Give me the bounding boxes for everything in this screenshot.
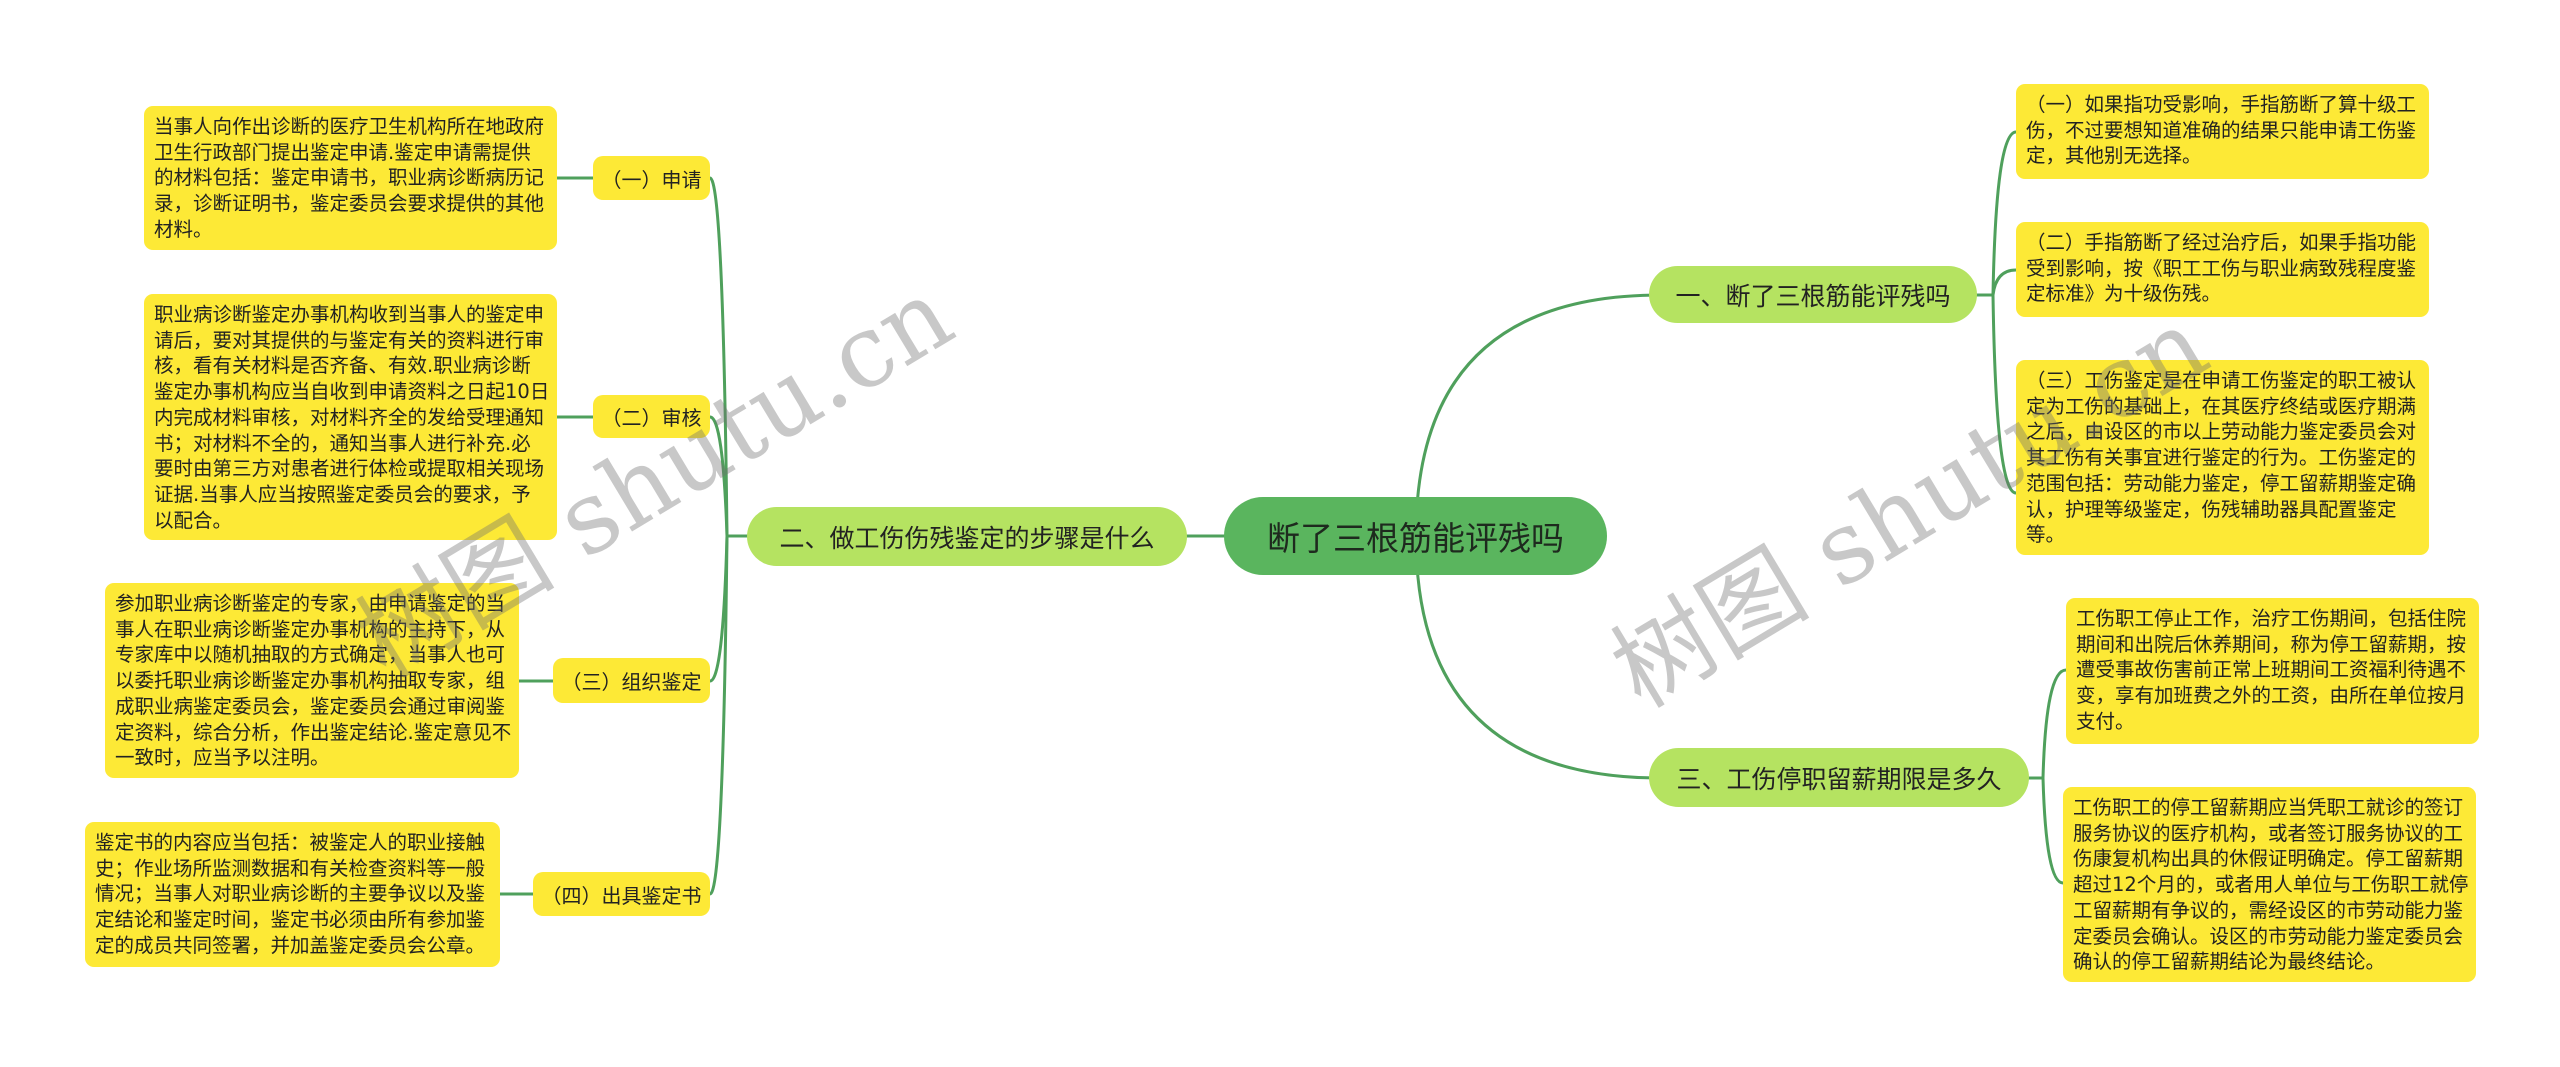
detail-apply: 当事人向作出诊断的医疗卫生机构所在地政府卫生行政部门提出鉴定申请.鉴定申请需提供… <box>144 106 557 250</box>
branch-1-leaf-1: （一）如果指功受影响，手指筋断了算十级工伤，不过要想知道准确的结果只能申请工伤鉴… <box>2016 84 2429 179</box>
root-topic: 断了三根筋能评残吗 <box>1224 497 1607 575</box>
connector-branch-2-to-sub-4 <box>708 534 729 896</box>
subtopic-organize: （三）组织鉴定 <box>553 658 710 703</box>
branch-topic-3-label: 三、工伤停职留薪期限是多久 <box>1676 764 2002 794</box>
subtopic-review: （二）审核 <box>593 395 710 438</box>
branch-topic-3: 三、工伤停职留薪期限是多久 <box>1649 748 2029 807</box>
branch-topic-2-label: 二、做工伤伤残鉴定的步骤是什么 <box>779 523 1155 553</box>
branch-topic-1: 一、断了三根筋能评残吗 <box>1649 266 1977 323</box>
connector-branch-3-to-leaf-1 <box>2041 668 2068 780</box>
branch-3-leaf-2: 工伤职工的停工留薪期应当凭职工就诊的签订服务协议的医疗机构，或者签订服务协议的工… <box>2063 787 2476 982</box>
connector-root-to-branch-1 <box>1414 293 1662 538</box>
subtopic-apply-label: （一）申请 <box>601 167 702 192</box>
branch-1-leaf-2: （二）手指筋断了经过治疗后，如果手指功能受到影响，按《职工工伤与职业病致残程度鉴… <box>2016 222 2429 317</box>
branch-topic-2: 二、做工伤伤残鉴定的步骤是什么 <box>747 507 1187 566</box>
subtopic-issue-report-label: （四）出具鉴定书 <box>541 883 702 908</box>
subtopic-organize-label: （三）组织鉴定 <box>561 670 702 694</box>
detail-review: 职业病诊断鉴定办事机构收到当事人的鉴定申请后，要对其提供的与鉴定有关的资料进行审… <box>144 294 557 540</box>
connector-branch-1-to-leaf-2 <box>1991 268 2018 297</box>
root-topic-label: 断了三根筋能评残吗 <box>1267 519 1564 558</box>
branch-3-leaf-1: 工伤职工停止工作，治疗工伤期间，包括住院期间和出院后休养期间，称为停工留薪期，按… <box>2066 598 2479 744</box>
branch-topic-1-label: 一、断了三根筋能评残吗 <box>1675 281 1951 311</box>
subtopic-issue-report: （四）出具鉴定书 <box>533 872 710 916</box>
connector-branch-3-to-leaf-2 <box>2041 776 2065 885</box>
subtopic-review-label: （二）审核 <box>601 406 702 430</box>
connector-root-to-branch-3 <box>1414 534 1662 780</box>
branch-1-leaf-3: （三）工伤鉴定是在申请工伤鉴定的职工被认定为工伤的基础上，在其医疗终结或医疗期满… <box>2016 360 2429 555</box>
connector-branch-2-to-sub-1 <box>708 176 729 538</box>
connector-branch-1-to-leaf-3 <box>1991 293 2018 495</box>
connector-branch-1-to-leaf-1 <box>1991 130 2018 297</box>
connector-branch-2-to-sub-2 <box>708 415 729 538</box>
detail-organize: 参加职业病诊断鉴定的专家，由申请鉴定的当事人在职业病诊断鉴定办事机构的主持下，从… <box>105 583 519 778</box>
subtopic-apply: （一）申请 <box>593 156 710 200</box>
detail-issue-report: 鉴定书的内容应当包括：被鉴定人的职业接触史；作业场所监测数据和有关检查资料等一般… <box>85 822 500 967</box>
